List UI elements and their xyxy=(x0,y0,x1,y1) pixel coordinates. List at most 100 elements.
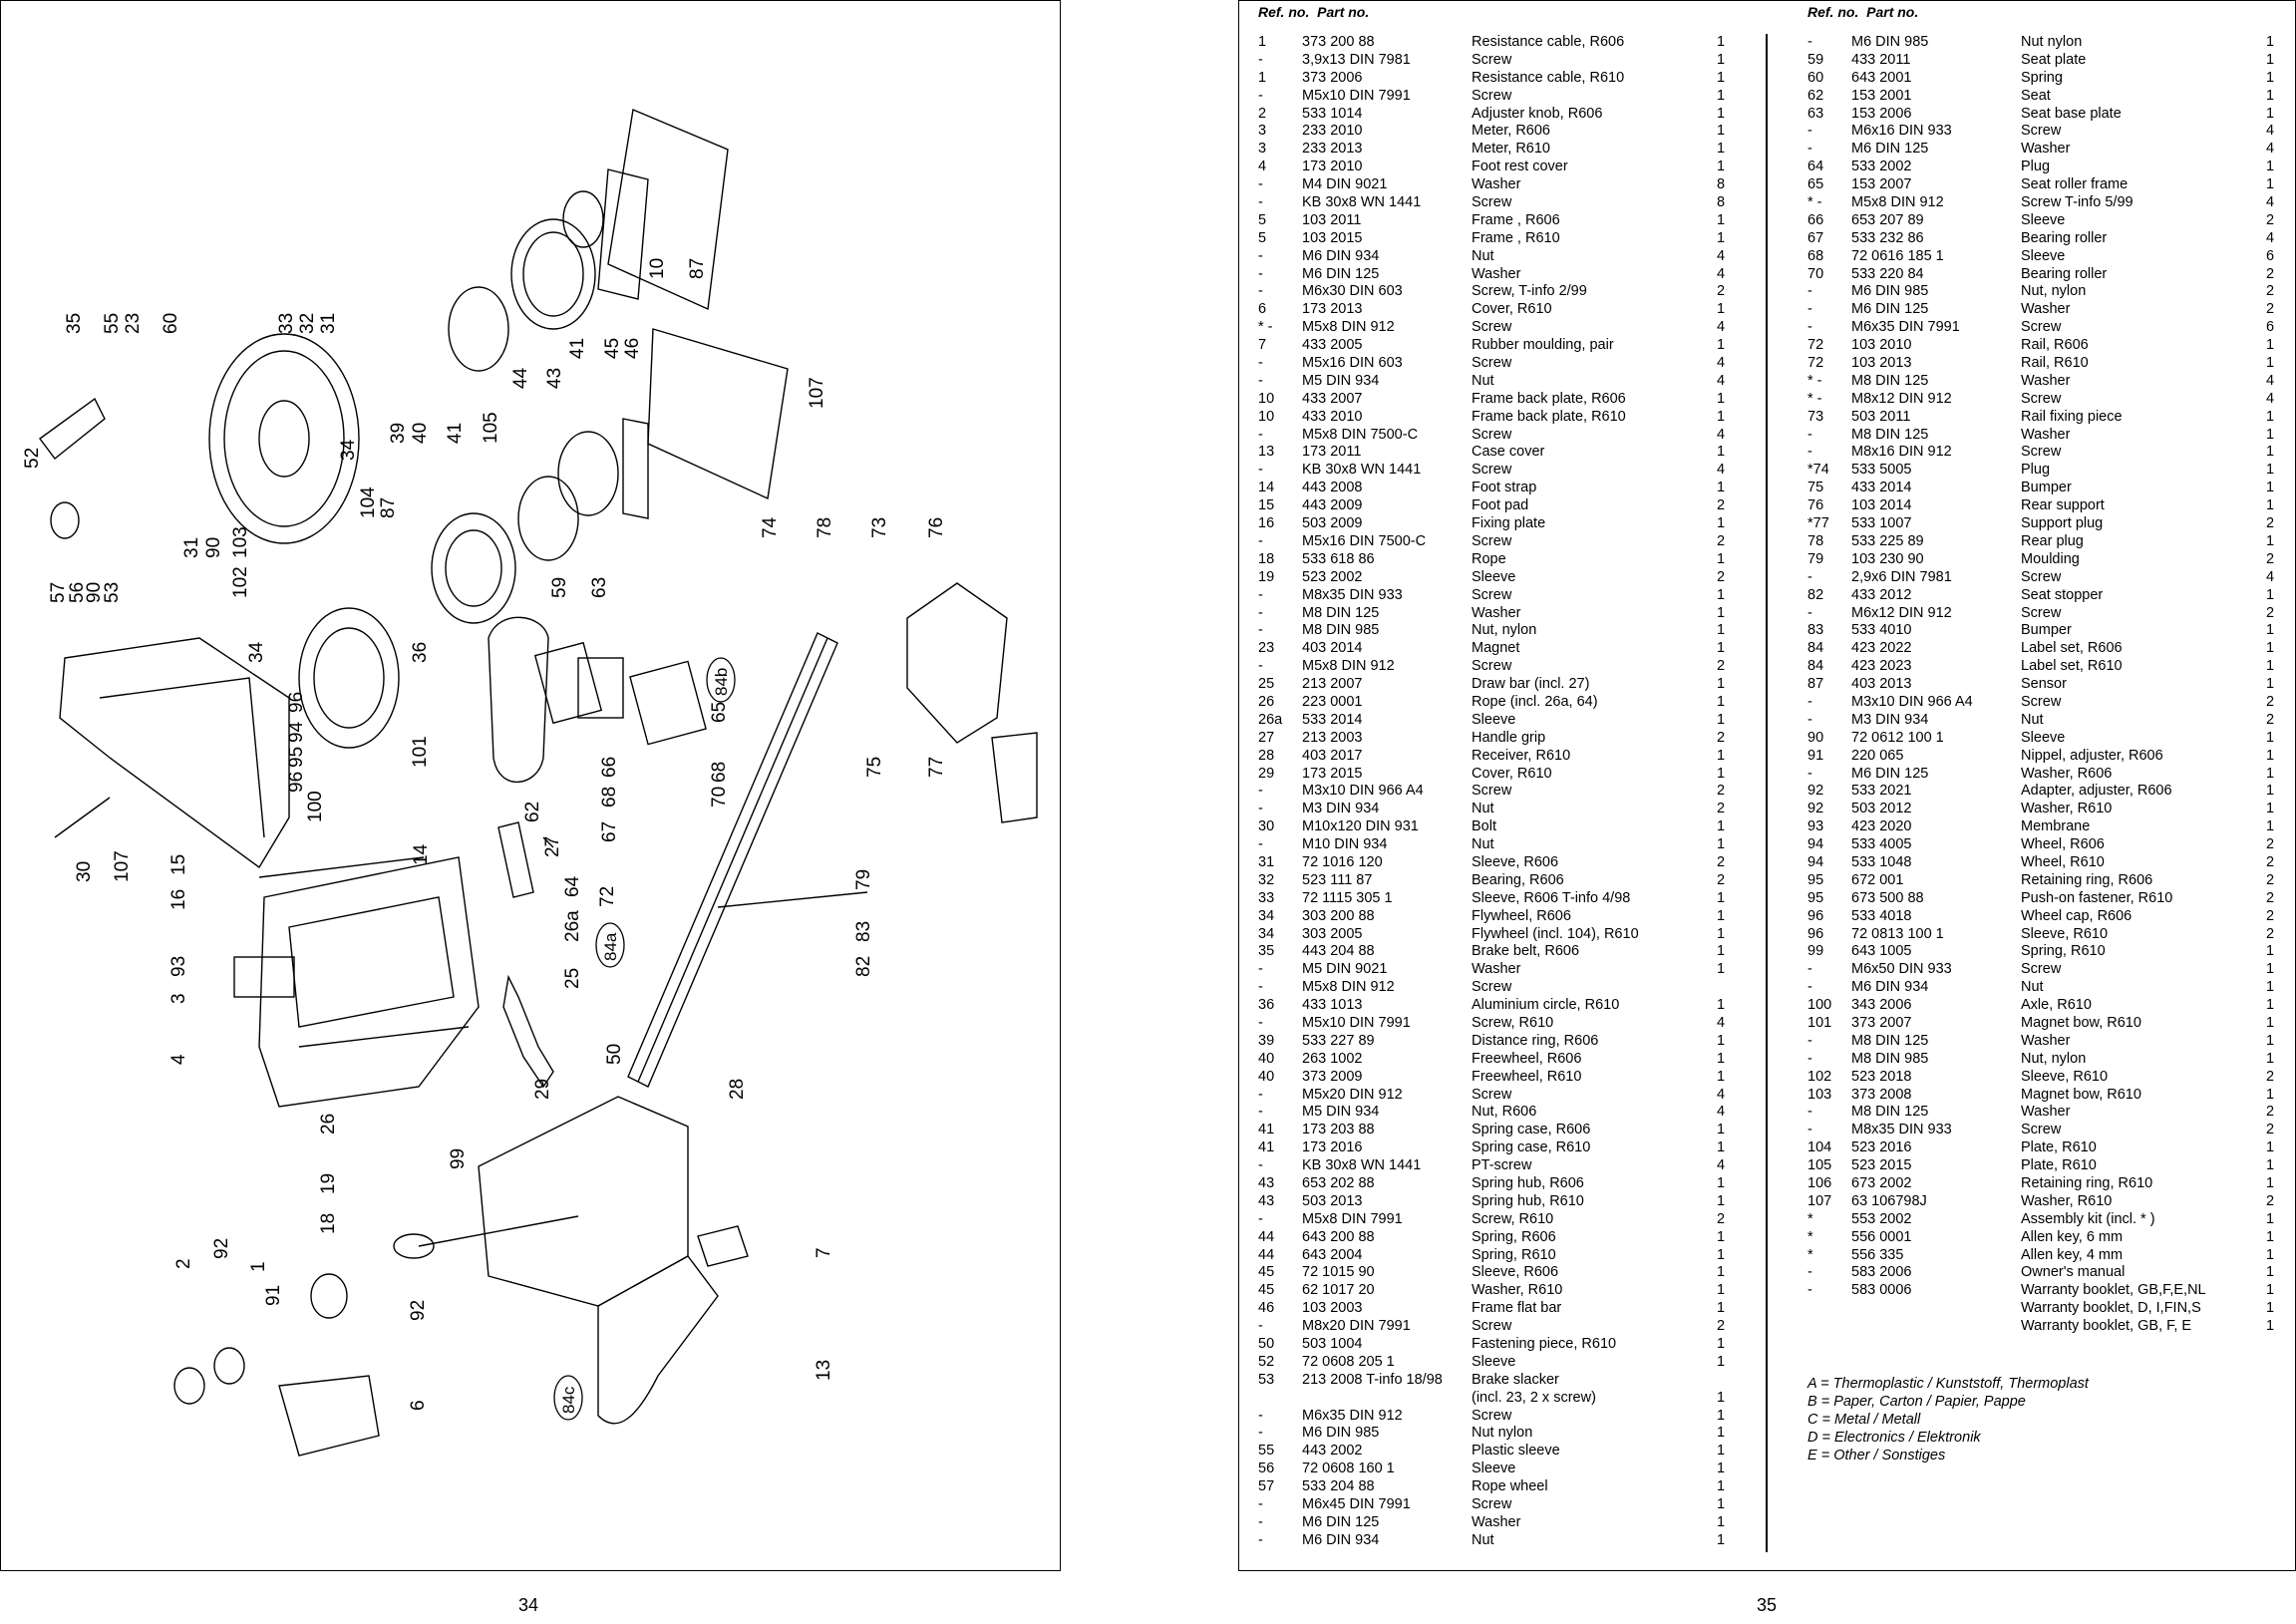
part-number: M6 DIN 125 xyxy=(1302,1513,1380,1530)
part-number: M8 DIN 985 xyxy=(1851,1050,1929,1067)
part-description: Plug xyxy=(2021,462,2051,479)
part-number: M6 DIN 125 xyxy=(1851,301,1929,318)
part-quantity: 1 xyxy=(1717,907,1726,924)
part-number: 103 2011 xyxy=(1302,211,1362,228)
part-number: 103 2003 xyxy=(1302,1300,1363,1317)
part-quantity: 1 xyxy=(1717,229,1726,246)
part-ref: 103 xyxy=(1807,1086,1832,1103)
callout-label: 10 xyxy=(647,258,668,279)
part-quantity: 1 xyxy=(1717,1122,1726,1138)
part-quantity: 4 xyxy=(1717,1086,1726,1103)
part-ref: 79 xyxy=(1807,550,1824,567)
part-description: Retaining ring, R610 xyxy=(2021,1175,2153,1191)
part-ref: 50 xyxy=(1258,1336,1275,1353)
part-ref: 94 xyxy=(1807,836,1824,853)
part-ref: 55 xyxy=(1258,1443,1275,1460)
part-description: Distance ring, R606 xyxy=(1472,1032,1599,1049)
part-quantity: 1 xyxy=(1717,925,1726,942)
part-description: Screw xyxy=(2021,604,2062,621)
part-ref: - xyxy=(1258,265,1263,282)
part-description: Wheel, R610 xyxy=(2021,853,2105,870)
part-quantity: 2 xyxy=(1717,568,1726,585)
part-ref: 45 xyxy=(1258,1264,1275,1281)
callout-label: 6 xyxy=(408,1400,429,1411)
part-quantity: 1 xyxy=(2266,676,2275,693)
part-ref: - xyxy=(1807,319,1812,336)
callout-label: 76 xyxy=(926,517,947,538)
part-ref: - xyxy=(1258,658,1263,675)
part-description: Seat plate xyxy=(2021,51,2087,68)
part-ref: - xyxy=(1258,176,1263,193)
part-number: 533 2021 xyxy=(1851,783,1912,800)
part-quantity: 1 xyxy=(2266,1318,2275,1335)
part-number: M6x35 DIN 7991 xyxy=(1851,319,1960,336)
part-number: M5 DIN 9021 xyxy=(1302,961,1388,978)
part-quantity: 1 xyxy=(2266,1139,2275,1156)
part-ref: 105 xyxy=(1807,1157,1832,1174)
part-description: Nut xyxy=(1472,836,1494,853)
part-ref: 41 xyxy=(1258,1139,1275,1156)
part-quantity: 1 xyxy=(1717,676,1726,693)
part-quantity: 1 xyxy=(1717,622,1726,639)
callout-label: 107 xyxy=(807,377,827,409)
part-number: M4 DIN 9021 xyxy=(1302,176,1388,193)
part-quantity: 1 xyxy=(2266,640,2275,657)
part-ref: - xyxy=(1258,247,1263,264)
part-number: 433 2010 xyxy=(1302,408,1363,425)
part-description: Resistance cable, R606 xyxy=(1472,34,1625,50)
part-quantity: 4 xyxy=(2266,390,2275,407)
part-description: Sleeve, R610 xyxy=(2021,925,2109,942)
part-number: 233 2010 xyxy=(1302,123,1363,140)
part-number: M5x8 DIN 912 xyxy=(1302,319,1395,336)
part-quantity: 1 xyxy=(2266,480,2275,496)
front-housing-shape xyxy=(478,1096,689,1307)
part-number: 643 2004 xyxy=(1302,1246,1363,1263)
part-quantity: 2 xyxy=(2266,871,2275,888)
callout-label: 94 xyxy=(286,721,307,743)
part-quantity: 1 xyxy=(1717,87,1726,104)
part-description: Screw xyxy=(1472,51,1512,68)
part-number: 533 232 86 xyxy=(1851,229,1924,246)
part-ref: 6 xyxy=(1258,301,1267,318)
callout-label: 4 xyxy=(168,1054,189,1065)
part-description: Screw, T-info 2/99 xyxy=(1472,283,1587,300)
part-quantity: 1 xyxy=(1717,1407,1726,1424)
part-description: Sleeve, R610 xyxy=(2021,1068,2109,1085)
callout-bubble-label: 84b xyxy=(712,668,731,696)
part-description: Meter, R610 xyxy=(1472,141,1550,158)
part-number: 533 220 84 xyxy=(1851,265,1924,282)
part-number: 423 2022 xyxy=(1851,640,1912,657)
part-number: 433 2005 xyxy=(1302,337,1363,354)
part-quantity: 1 xyxy=(1717,34,1726,50)
part-number: 523 2002 xyxy=(1302,568,1363,585)
part-description: Screw xyxy=(2021,319,2062,336)
part-ref: 5 xyxy=(1258,211,1267,228)
callout-label: 79 xyxy=(853,869,874,890)
part-ref: 5 xyxy=(1258,229,1267,246)
part-number: M6 DIN 934 xyxy=(1302,1531,1380,1548)
